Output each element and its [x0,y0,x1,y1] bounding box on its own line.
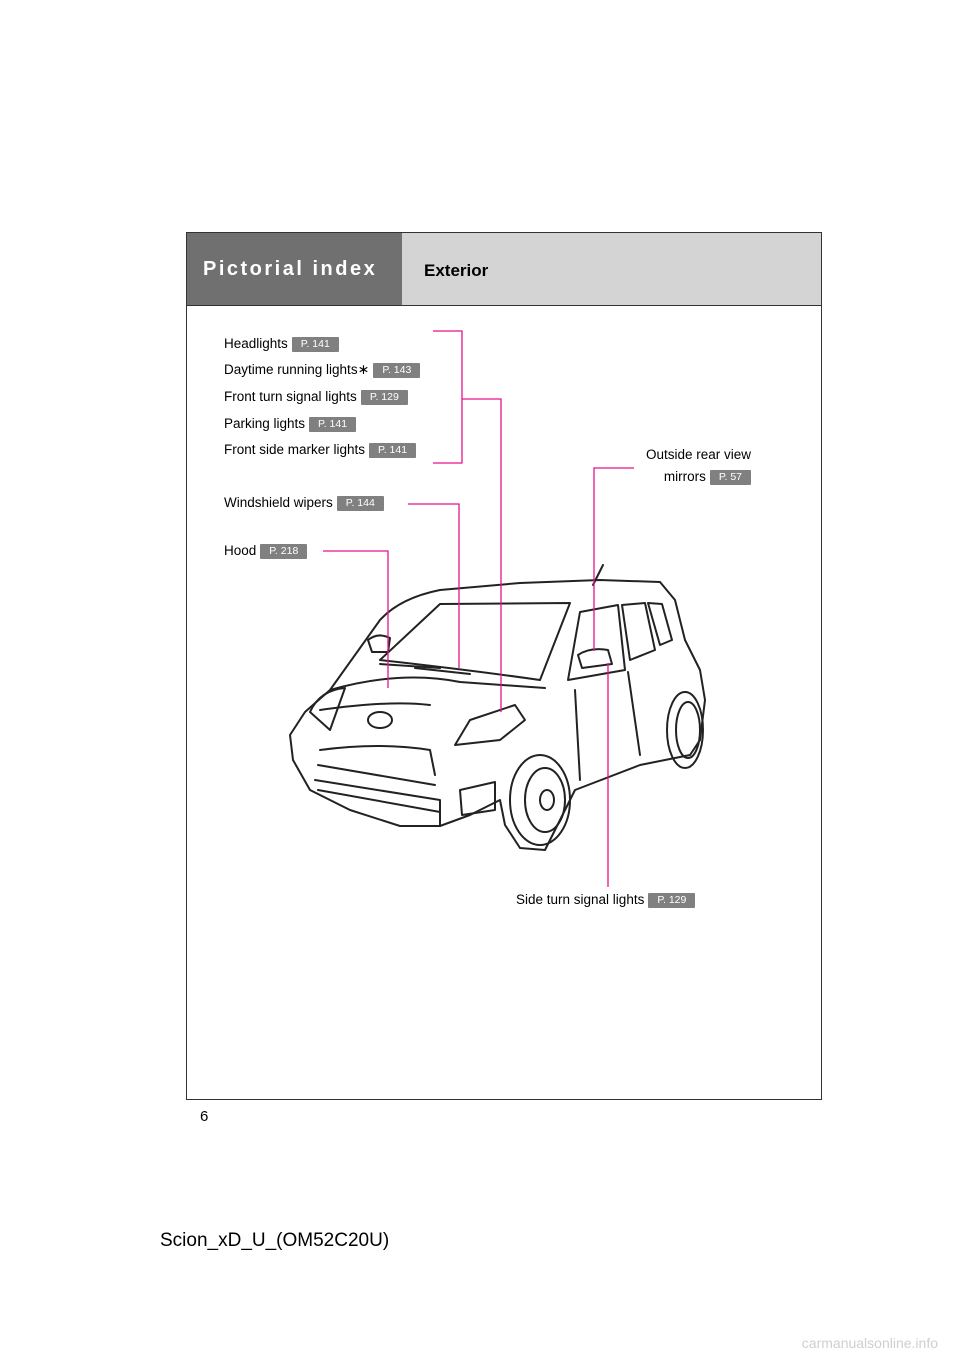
front-turn-page-ref[interactable]: P. 129 [360,389,408,405]
lights-bracket [433,330,463,464]
hood-leader [323,550,389,688]
front-turn-text: Front turn signal lights [224,389,357,404]
parking-text: Parking lights [224,416,306,431]
section-title: Pictorial index [187,233,402,305]
watermark: carmanualsonline.info [801,1335,938,1351]
car-body-outline [289,564,706,851]
wipers-leader [408,503,460,668]
mirrors-page-ref[interactable]: P. 57 [709,469,751,485]
wipers-text: Windshield wipers [224,495,333,510]
mirrors-text-line2: mirrors [663,469,706,484]
drl-label: Daytime running lights∗P. 143 [224,360,421,379]
asterisk-mark: ∗ [357,361,370,377]
mirrors-text-line1: Outside rear view [645,447,751,462]
hood-page-ref[interactable]: P. 218 [260,543,308,559]
headlights-page-ref[interactable]: P. 141 [291,336,339,352]
side-marker-page-ref[interactable]: P. 141 [369,442,417,458]
hood-text: Hood [224,543,257,558]
drl-page-ref[interactable]: P. 143 [373,362,421,378]
side-turn-page-ref[interactable]: P. 129 [648,892,696,908]
side-turn-text: Side turn signal lights [516,892,645,907]
header-divider [187,305,821,306]
side-marker-text: Front side marker lights [224,442,366,457]
wipers-page-ref[interactable]: P. 144 [336,495,384,511]
mirrors-leader [593,467,634,651]
parking-page-ref[interactable]: P. 141 [309,416,357,432]
document-code: Scion_xD_U_(OM52C20U) [160,1230,390,1251]
lights-leader [462,398,502,712]
pictorial-index-frame: Pictorial index Exterior [186,232,822,1100]
page-title: Exterior [402,233,821,305]
page-number: 6 [200,1108,209,1125]
drl-text: Daytime running lights [224,362,358,377]
headlights-text: Headlights [224,336,288,351]
